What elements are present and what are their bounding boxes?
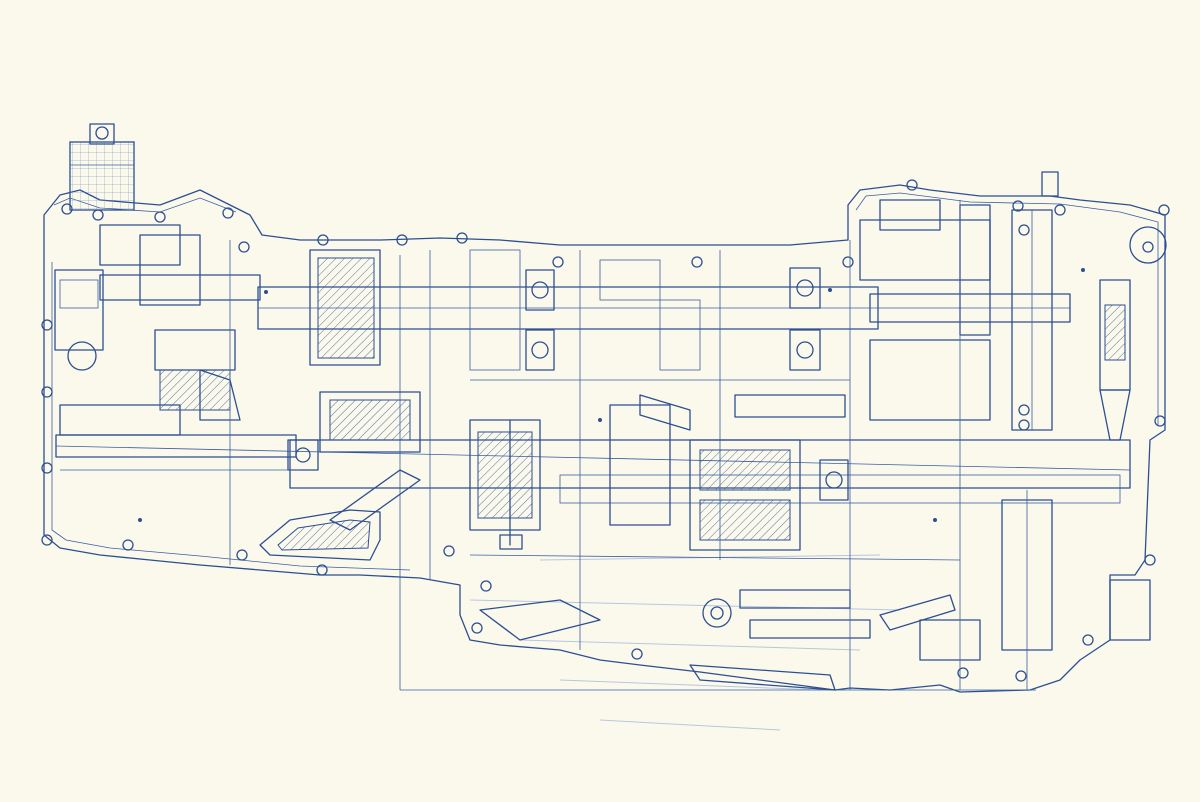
housing-outline xyxy=(43,184,1166,693)
input-housing xyxy=(54,224,241,436)
center-gears xyxy=(469,394,846,551)
fastener-dots xyxy=(138,268,1085,522)
lower-main-shaft xyxy=(55,434,1131,504)
ghost-lines xyxy=(469,554,901,731)
partitions xyxy=(60,200,961,690)
clutch-pack xyxy=(309,249,421,453)
bearings xyxy=(287,267,849,501)
oil-sump-baffle xyxy=(259,469,421,561)
upper-main-shaft xyxy=(99,274,1071,330)
breather-tower xyxy=(69,123,135,211)
shift-mechanism xyxy=(479,589,981,691)
bolt-holes xyxy=(41,179,1170,682)
reference-line xyxy=(399,255,1036,691)
output-housing xyxy=(859,171,1167,690)
